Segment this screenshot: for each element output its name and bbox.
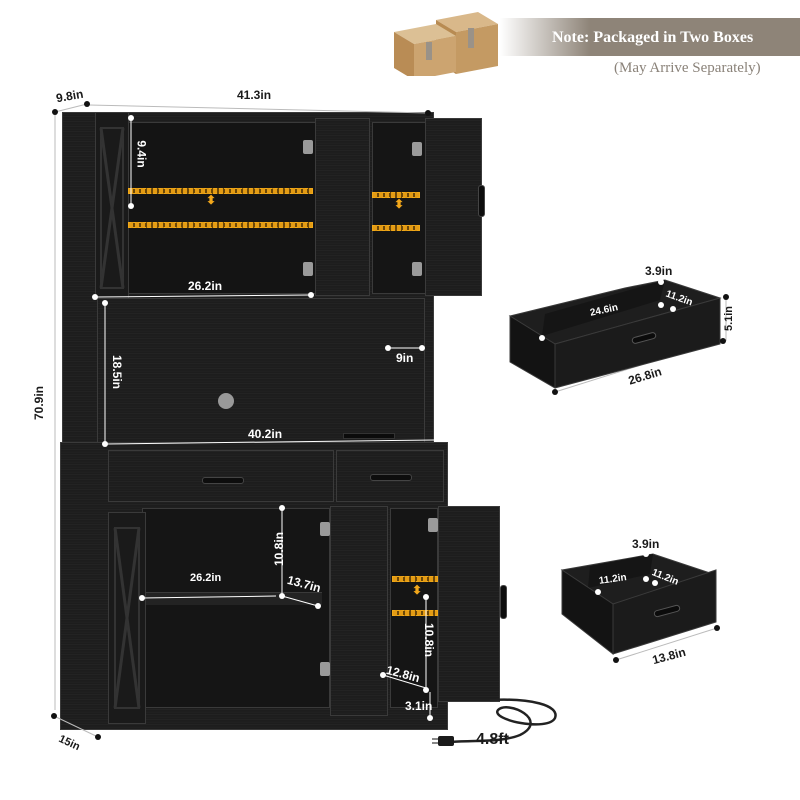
dimension-dot [658,279,664,285]
drawer-left-handle [202,477,244,484]
dim-overall-height: 70.9in [32,385,47,421]
dim-kick-height: 3.1in [405,699,433,713]
adjustable-shelf-indicator [372,225,420,231]
base-center-door [330,506,388,716]
dimension-dot [279,593,285,599]
adjust-arrow-icon: ⬍ [206,193,217,207]
packaging-banner [500,18,800,56]
dimension-dot [128,115,134,121]
dimension-dot [658,302,664,308]
dimension-dot [385,345,391,351]
packaging-note: Note: Packaged in Two Boxes [552,29,754,46]
adjustable-shelf-indicator [372,192,420,198]
dim-large-drawer-inner-height: 3.9in [645,264,673,278]
dimension-dot [720,338,726,344]
door-handle [478,185,485,217]
dimension-dot [643,576,649,582]
packaging-subnote: (May Arrive Separately) [614,60,761,76]
dimension-dot [128,203,134,209]
hinge-icon [303,140,313,154]
upper-right-door [425,118,482,296]
dim-left-shelf-height: 10.8in [272,531,287,567]
dimension-dot [670,306,676,312]
cable-hole [218,393,234,409]
dimension-dot [102,300,108,306]
adjustable-shelf-indicator [128,188,313,194]
dimension-dot [714,625,720,631]
hinge-icon [412,262,422,276]
dimension-dot [552,389,558,395]
dimension-dot [539,335,545,341]
hinge-icon [320,662,330,676]
dimension-dot [427,715,433,721]
drawer-right-handle [370,474,412,481]
dim-small-drawer-inner-height: 3.9in [632,537,660,551]
dimension-dot [613,657,619,663]
hinge-icon [320,522,330,536]
adjustable-shelf-indicator [392,576,438,582]
hinge-icon [412,142,422,156]
drawer-left[interactable] [108,450,334,502]
dim-right-shelf-height: 10.8in [422,622,437,658]
adjustable-shelf-indicator [392,610,438,616]
dimension-dot [419,345,425,351]
dimension-dot [723,294,729,300]
adjust-arrow-icon: ⬍ [394,197,405,211]
dimension-dot [315,603,321,609]
dim-upper-shelf-width: 26.2in [188,279,223,293]
base-left-door [108,512,146,724]
door-handle [500,585,507,619]
open-hutch-area [97,298,425,444]
base-right-interior [390,508,438,708]
dimension-dot [380,672,386,678]
upper-center-door [315,118,370,296]
dim-large-drawer-front-height: 5.1in [723,305,736,332]
dim-open-area-height: 18.5in [110,354,125,390]
dim-upper-shelf-height: 9.4in [134,140,149,168]
hinge-icon [428,518,438,532]
dimension-dot [102,441,108,447]
dimension-dot [652,580,658,586]
dimension-dot [423,594,429,600]
dimension-dot [425,110,431,116]
base-left-interior [142,508,330,708]
base-left-shelf [142,592,322,605]
base-right-door [438,506,500,702]
adjustable-shelf-indicator [128,222,313,228]
dim-open-area-depth: 9in [396,351,414,365]
dimension-dot [643,551,649,557]
dimension-dot [595,589,601,595]
dimension-dot [51,713,57,719]
charging-pad [343,433,395,439]
dimension-dot [308,292,314,298]
adjust-arrow-icon: ⬍ [412,583,423,597]
upper-left-door [95,112,129,299]
dimension-dot [84,101,90,107]
hinge-icon [303,262,313,276]
dim-cord-length: 4.8ft [476,731,509,748]
dimension-dot [95,734,101,740]
cardboard-boxes-icon [390,10,510,80]
dim-top-width: 41.3in [237,88,272,102]
dimension-dot [92,294,98,300]
dimension-dot [139,595,145,601]
dim-left-shelf-width: 26.2in [190,572,222,584]
dimension-dot [279,505,285,511]
dimension-dot [52,109,58,115]
dim-counter-width: 40.2in [248,427,283,441]
dimension-dot [423,687,429,693]
power-cord-icon [432,698,557,746]
